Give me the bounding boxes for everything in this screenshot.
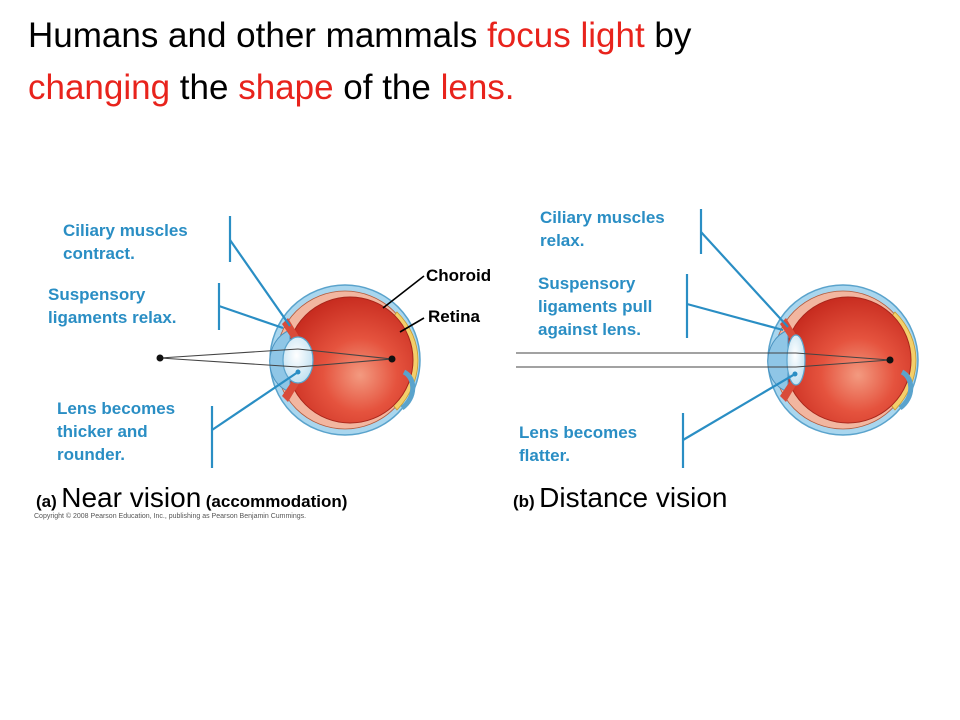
lens-flat [786, 334, 806, 386]
highlight-shape: shape [238, 68, 334, 107]
lens-thick [282, 336, 314, 384]
label-suspensory-pull: Suspensory ligaments pull against lens. [538, 274, 653, 339]
eye-distance-vision [767, 284, 919, 436]
lens-pointer-near [295, 369, 301, 375]
highlight-focus-light: focus light [487, 16, 645, 55]
label-choroid: Choroid [426, 266, 492, 285]
label-ciliary-contract: Ciliary muscles contract. [63, 221, 188, 263]
label-lens-flatter: Lens becomes flatter. [519, 423, 638, 465]
label-retina: Retina [428, 307, 480, 326]
label-suspensory-relax: Suspensory ligaments relax. [48, 285, 177, 327]
light-rays-near [159, 348, 393, 368]
caption-distance-vision: (b) Distance vision [513, 482, 728, 513]
highlight-lens: lens. [440, 68, 515, 107]
highlight-changing: changing [28, 68, 171, 107]
leader-lines-near [210, 216, 299, 468]
label-lens-thicker: Lens becomes thicker and rounder. [57, 399, 176, 464]
slide-title: Humans and other mammals focus light by … [28, 16, 692, 107]
lens-pointer-distance [792, 371, 798, 377]
retina-leader [399, 317, 425, 333]
leader-lines-distance [681, 209, 796, 468]
light-rays-distance [516, 352, 891, 368]
label-ciliary-relax: Ciliary muscles relax. [540, 208, 665, 250]
choroid-leader [382, 275, 425, 309]
copyright-notice: Copyright © 2008 Pearson Education, Inc.… [34, 513, 307, 520]
focal-point-near [388, 355, 396, 363]
near-object-point [156, 354, 164, 362]
eye-near-vision [269, 284, 421, 436]
iris-bottom [282, 378, 300, 402]
optic-nerve [400, 369, 416, 411]
focal-point-distance [886, 356, 894, 364]
caption-near-vision: (a) Near vision (accommodation) [36, 482, 348, 513]
iris-top [282, 318, 300, 342]
optic-nerve [898, 369, 914, 411]
